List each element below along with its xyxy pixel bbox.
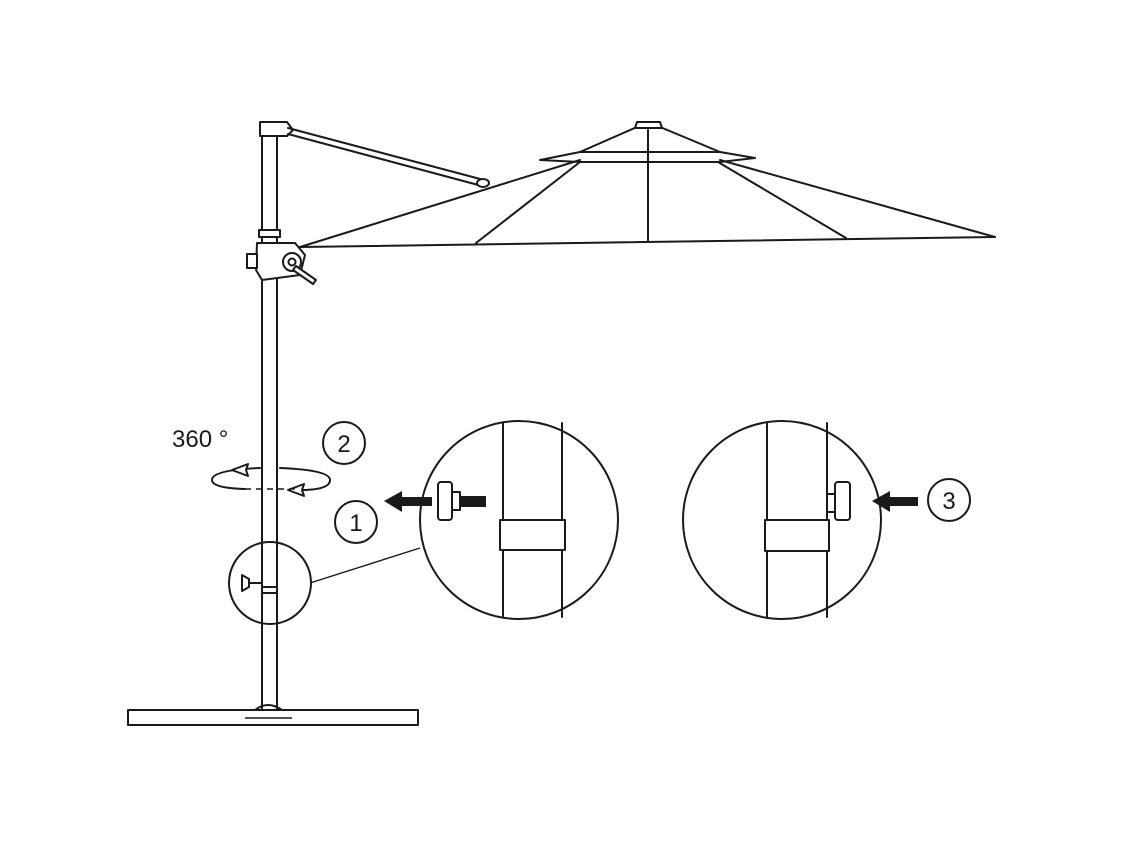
rotation-arrow-right-icon — [279, 467, 331, 491]
step-1-badge: 1 — [334, 500, 378, 544]
step-2-number: 2 — [337, 431, 350, 458]
detail-callout-small — [228, 541, 421, 625]
detail-callout-step-1 — [384, 420, 619, 620]
step-1-number: 1 — [349, 510, 362, 537]
support-arm — [287, 127, 490, 188]
insert-arrow-icon — [384, 491, 432, 512]
detail-callout-step-3 — [682, 420, 918, 620]
rotation-arrowhead-right-icon — [287, 483, 305, 497]
rotation-indicator: 360 ° — [172, 426, 331, 497]
cross-base — [127, 704, 419, 726]
umbrella-pole — [258, 121, 294, 711]
step-3-badge: 3 — [927, 478, 971, 522]
tilt-hinge — [246, 242, 317, 285]
step-3-number: 3 — [942, 488, 955, 515]
rotation-label: 360 ° — [172, 426, 228, 453]
push-arrow-icon — [872, 491, 918, 512]
locking-knob-icon — [437, 481, 453, 521]
tightened-knob-icon — [834, 481, 851, 521]
step-2-badge: 2 — [322, 421, 366, 465]
rotation-arrowhead-left-icon — [231, 463, 249, 477]
umbrella-canopy — [299, 121, 996, 248]
